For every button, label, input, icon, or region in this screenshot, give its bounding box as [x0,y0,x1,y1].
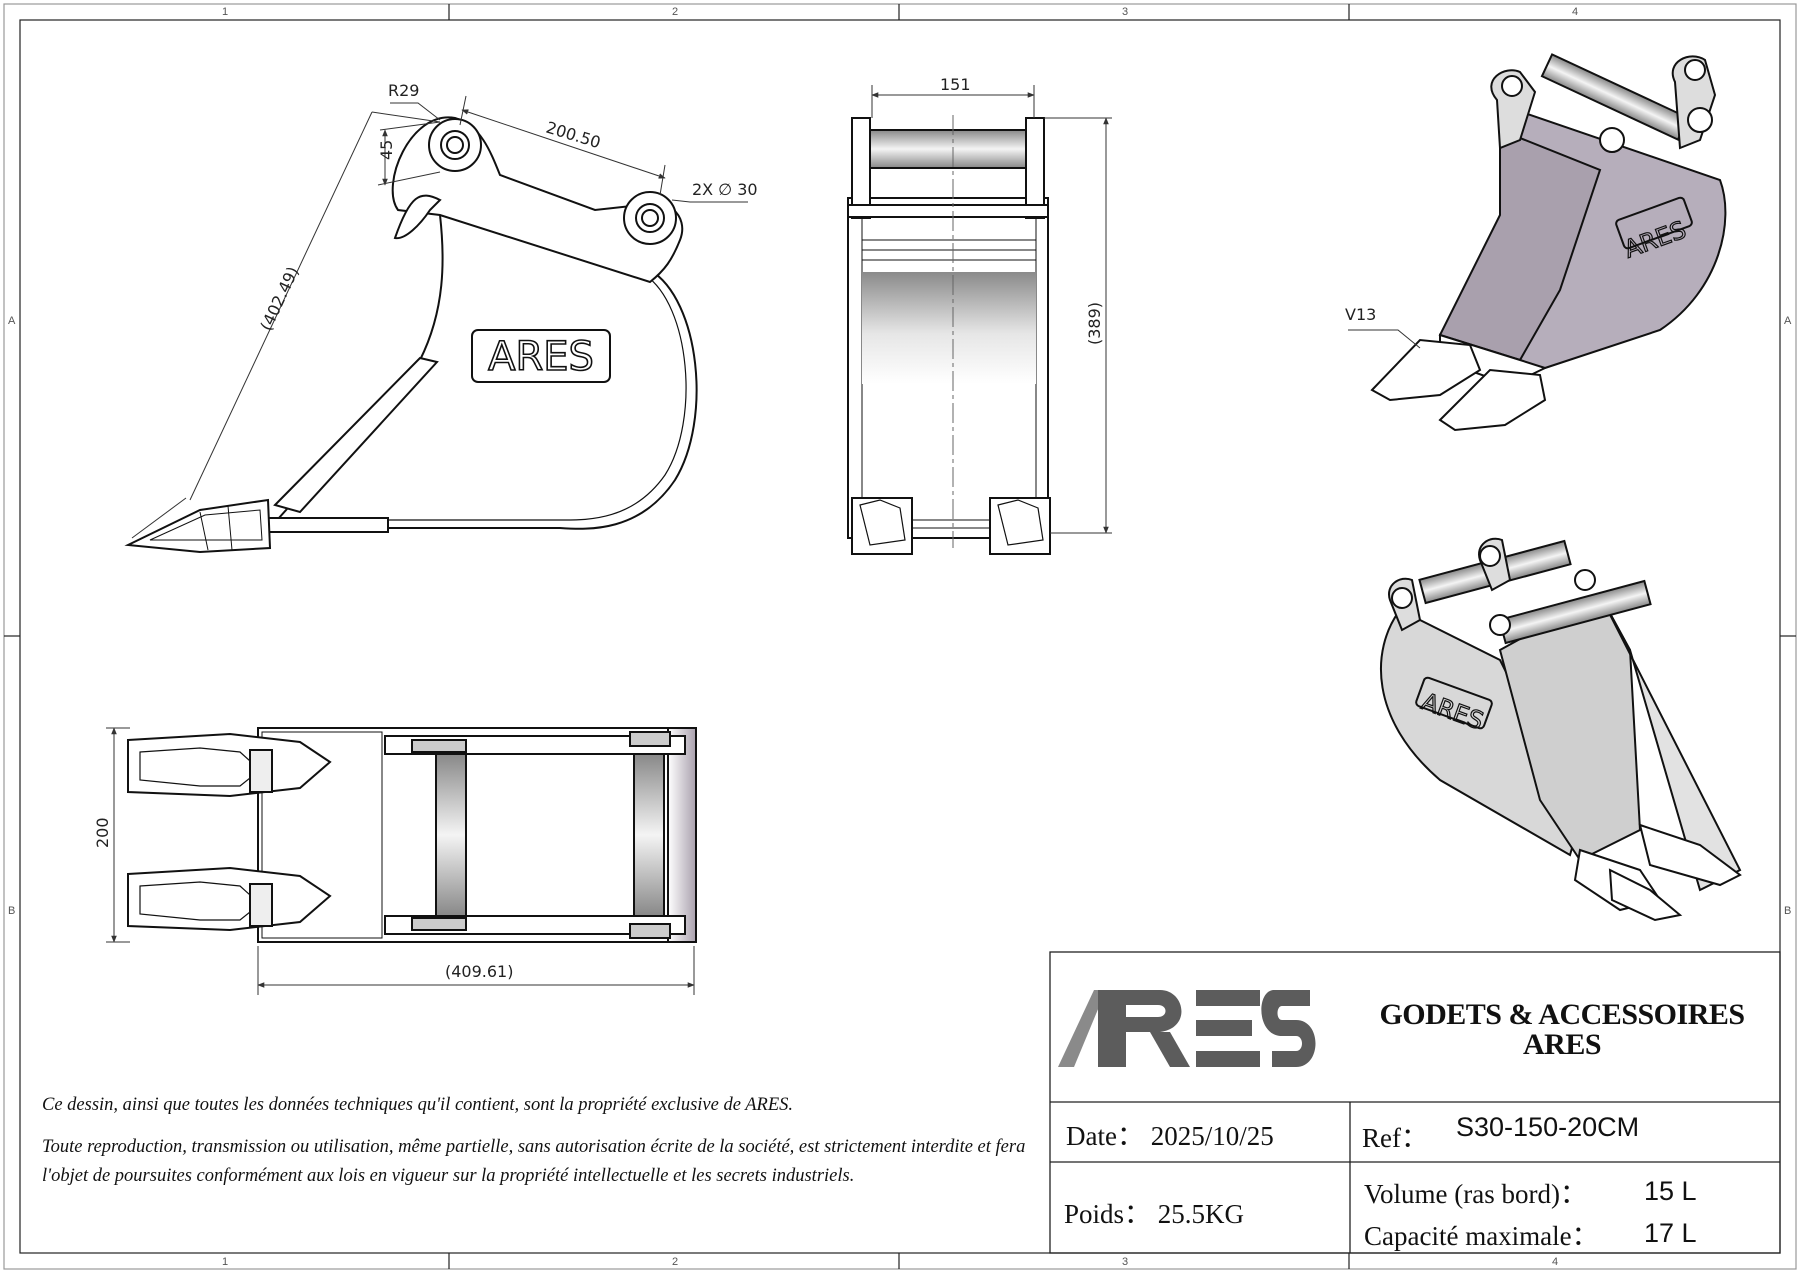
zone-col-4: 4 [1572,6,1579,18]
dim-top-width: 200 [93,817,112,848]
top-view-dimensions [106,727,695,995]
zone-row-a: A [8,315,16,327]
weight-field: Poids： 25.5KG [1064,1192,1244,1231]
sheet-frame [3,3,1797,1270]
ref-value: S30-150-20CM [1456,1112,1640,1142]
side-view: ARES [124,116,698,554]
dim-radius: R29 [388,81,419,100]
zone-row-b-right: B [1784,905,1792,917]
volume-value: 15 L [1644,1176,1697,1206]
iso-view-1: ARES [1370,53,1727,432]
capacity-value: 17 L [1644,1218,1697,1248]
side-view-dimensions [131,95,748,539]
title-block [1049,951,1781,1254]
zone-col-1-bottom: 1 [222,1256,229,1268]
volume-label: Volume (ras bord)： [1364,1179,1587,1209]
zone-col-2-bottom: 2 [672,1256,679,1268]
company-title-line-2: ARES [1522,1028,1602,1061]
dim-tooth-ref: V13 [1345,305,1376,324]
iso-view-2: ARES [1379,537,1742,922]
top-view [127,727,697,943]
ares-logo-side: ARES [488,334,594,380]
dim-front-height: (389) [1085,302,1104,345]
zone-col-1: 1 [222,6,229,18]
notice-line-2: Toute reproduction, transmission ou util… [42,1137,1026,1186]
date-value: 2025/10/25 [1150,1121,1274,1151]
zone-row-a-right: A [1784,315,1792,327]
front-view [847,115,1051,555]
weight-value: 25.5KG [1157,1199,1245,1229]
ref-label: Ref： [1362,1123,1428,1153]
zone-col-3-bottom: 3 [1122,1256,1129,1268]
date-field: Date： 2025/10/25 [1066,1114,1274,1153]
company-title: GODETS & ACCESSOIRES ARES [1352,1000,1772,1060]
notice-line-1: Ce dessin, ainsi que toutes les données … [42,1095,794,1115]
zone-row-b: B [8,905,16,917]
ares-brand-logo [1058,990,1316,1067]
dim-offset: 45 [377,140,396,160]
dim-length: (402.49) [256,264,302,334]
legal-notice: Ce dessin, ainsi que toutes les données … [42,1090,1032,1191]
zone-col-2: 2 [672,6,679,18]
dim-pin-diameter: 2X ∅ 30 [692,180,758,199]
front-view-dimensions [871,85,1112,534]
zone-col-3: 3 [1122,6,1129,18]
weight-label: Poids： [1064,1199,1152,1229]
date-label: Date： [1066,1121,1144,1151]
dim-front-width: 151 [940,75,971,94]
dim-top-length: (409.61) [445,962,513,981]
capacity-label: Capacité maximale： [1364,1221,1599,1251]
zone-col-4-bottom: 4 [1552,1256,1559,1268]
company-title-line-1: GODETS & ACCESSOIRES [1379,998,1745,1031]
